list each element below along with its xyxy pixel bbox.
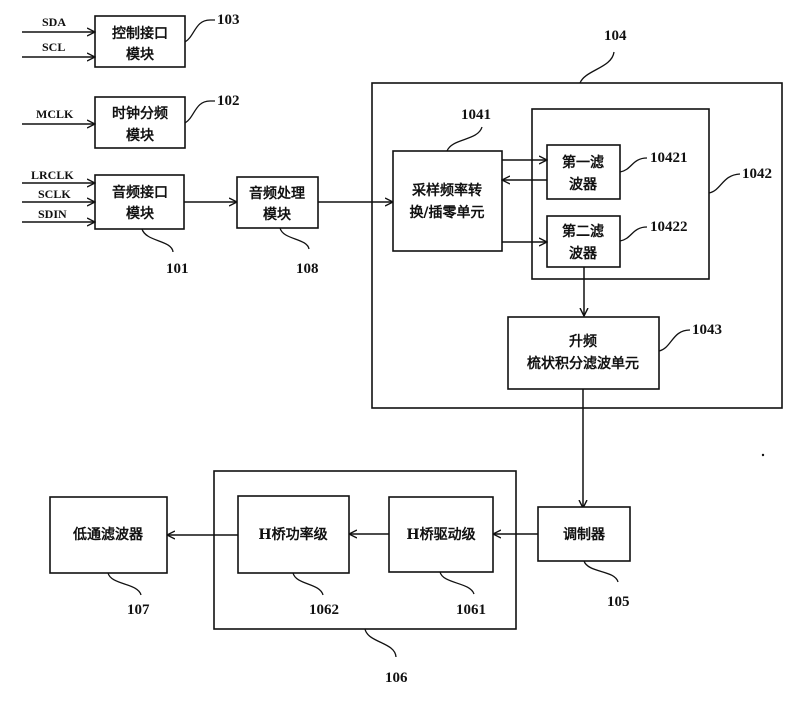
ref-104: 104: [604, 28, 627, 44]
second-filter: 第二滤 波器: [546, 215, 621, 268]
audio-processing-label-1: 音频处理: [249, 185, 305, 202]
audio-processing-module: 音频处理 模块: [236, 176, 319, 229]
ref-10422: 10422: [650, 219, 688, 235]
sdin-signal-label: SDIN: [38, 207, 67, 221]
leader-102: [184, 100, 215, 124]
leader-1061: [439, 571, 475, 595]
filter-group-1042: [531, 108, 710, 280]
ref-108: 108: [296, 261, 319, 277]
upsampling-cic-filter-unit: 升频 梳状积分滤波单元: [507, 316, 660, 390]
low-pass-filter-label: 低通滤波器: [72, 526, 144, 543]
cic-label-2: 梳状积分滤波单元: [527, 355, 639, 372]
control-interface-label-2: 模块: [126, 46, 155, 63]
cic-label-1: 升频: [569, 333, 597, 350]
ref-1041: 1041: [461, 107, 491, 123]
ref-103: 103: [217, 12, 240, 28]
first-filter-label-2: 波器: [569, 176, 598, 193]
leader-1041: [446, 126, 483, 152]
audio-interface-label-1: 音频接口: [112, 184, 168, 201]
ref-1042: 1042: [742, 166, 772, 182]
ref-1043: 1043: [692, 322, 722, 338]
sclk-signal-label: SCLK: [38, 187, 71, 201]
leader-101: [141, 228, 174, 253]
second-filter-label-2: 波器: [569, 245, 598, 262]
sda-signal-label: SDA: [42, 15, 66, 29]
first-filter: 第一滤 波器: [546, 144, 621, 200]
mclk-signal-label: MCLK: [36, 107, 74, 121]
leader-106: [364, 628, 397, 658]
leader-104: [579, 51, 615, 84]
src-unit-label-1: 采样频率转: [411, 182, 482, 199]
modulator: 调制器: [537, 506, 631, 562]
stray-dot: [761, 453, 765, 457]
interpolation-filter-group-104: [371, 82, 783, 409]
leader-1062: [292, 572, 324, 596]
ref-10421: 10421: [650, 150, 688, 166]
h-bridge-drive-label: H桥驱动级: [406, 526, 476, 543]
first-filter-label-1: 第一滤: [562, 154, 604, 171]
ref-107: 107: [127, 602, 150, 618]
audio-interface-module: 音频接口 模块: [94, 174, 185, 230]
leader-10421: [619, 157, 648, 173]
control-interface-module: 控制接口 模块: [94, 15, 186, 68]
low-pass-filter: 低通滤波器: [49, 496, 168, 574]
src-unit-label-2: 换/插零单元: [409, 204, 484, 221]
scl-signal-label: SCL: [42, 40, 65, 54]
clock-divider-label-2: 模块: [126, 127, 155, 144]
h-bridge-power-label: H桥功率级: [258, 526, 328, 543]
ref-106: 106: [385, 670, 408, 686]
sample-rate-conversion-unit: 采样频率转 换/插零单元: [392, 150, 503, 252]
h-bridge-power-stage: H桥功率级: [237, 495, 350, 574]
clock-divider-label-1: 时钟分频: [112, 105, 168, 122]
leader-1043: [658, 329, 691, 352]
leader-10422: [619, 226, 648, 242]
clock-divider-module: 时钟分频 模块: [94, 96, 186, 149]
audio-interface-label-2: 模块: [126, 205, 155, 222]
ref-1061: 1061: [456, 602, 486, 618]
lrclk-signal-label: LRCLK: [31, 168, 74, 182]
ref-1062: 1062: [309, 602, 339, 618]
audio-processing-label-2: 模块: [263, 206, 292, 223]
ref-102: 102: [217, 93, 240, 109]
ref-105: 105: [607, 594, 630, 610]
leader-105: [583, 560, 619, 583]
modulator-label: 调制器: [563, 526, 606, 543]
leader-107: [107, 572, 142, 596]
second-filter-label-1: 第二滤: [562, 223, 604, 240]
ref-101: 101: [166, 261, 189, 277]
h-bridge-drive-stage: H桥驱动级: [388, 496, 494, 573]
control-interface-label-1: 控制接口: [112, 25, 168, 42]
leader-108: [279, 227, 310, 250]
leader-1042: [708, 173, 741, 194]
leader-103: [184, 19, 215, 43]
